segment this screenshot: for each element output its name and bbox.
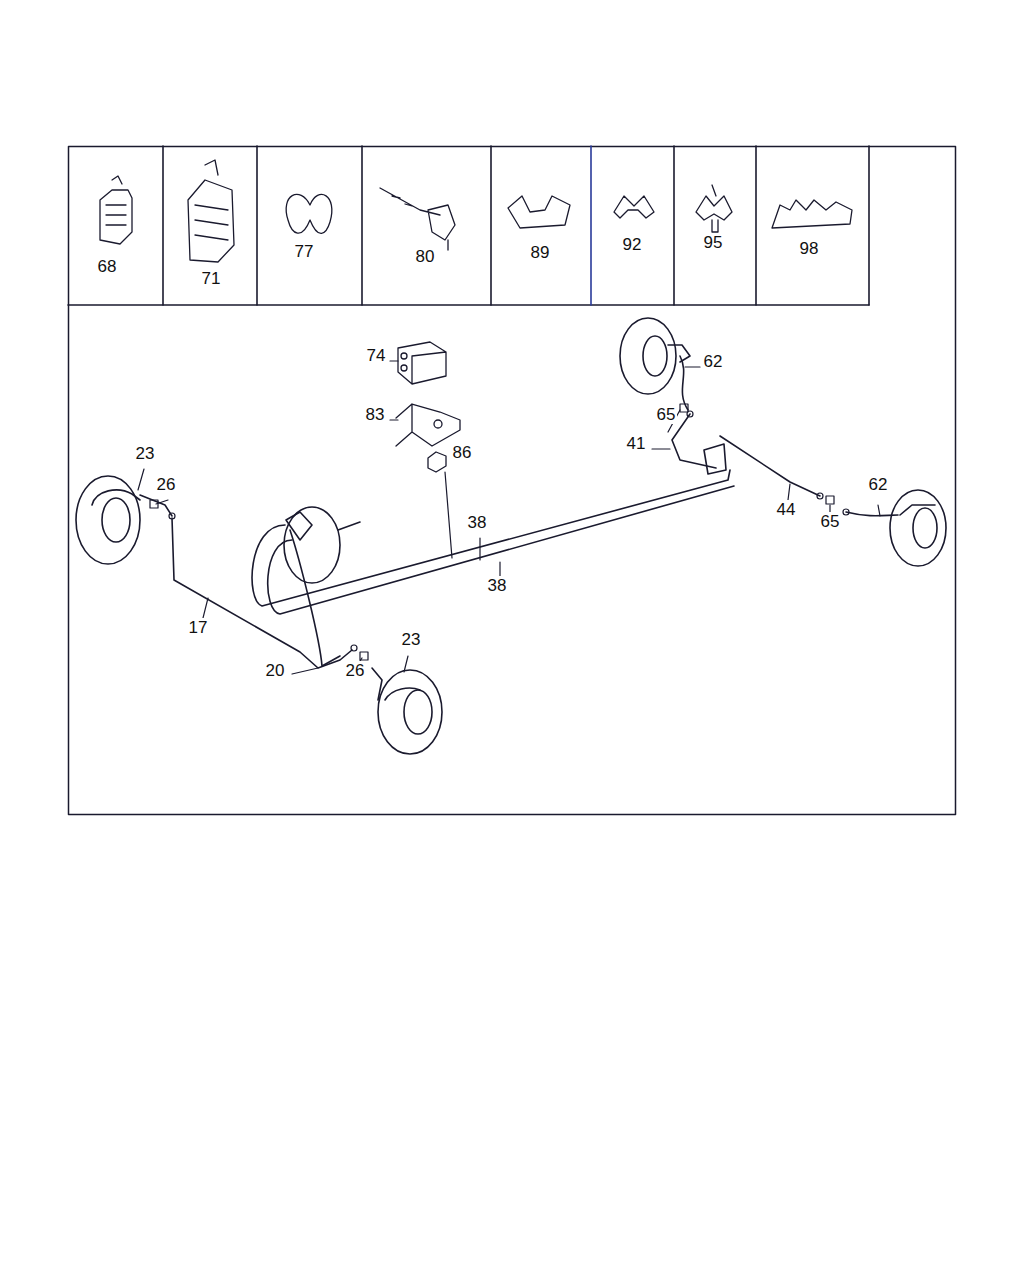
callout-number: 23 bbox=[134, 444, 157, 463]
table-part-number: 98 bbox=[798, 239, 821, 258]
table-part-number: 71 bbox=[200, 269, 223, 288]
table-part-number: 68 bbox=[96, 257, 119, 276]
table-part-number: 89 bbox=[529, 243, 552, 262]
table-part-number: 95 bbox=[702, 233, 725, 252]
callout-number: 17 bbox=[187, 618, 210, 637]
callout-number: 41 bbox=[625, 434, 648, 453]
table-part-number: 80 bbox=[414, 247, 437, 266]
callout-number: 62 bbox=[867, 475, 890, 494]
callout-number: 74 bbox=[365, 346, 388, 365]
callout-number: 20 bbox=[264, 661, 287, 680]
brake-discs bbox=[76, 318, 946, 754]
clip-icons bbox=[100, 160, 852, 262]
callout-number: 26 bbox=[344, 661, 367, 680]
callout-number: 83 bbox=[364, 405, 387, 424]
callout-number: 23 bbox=[400, 630, 423, 649]
callout-number: 26 bbox=[155, 475, 178, 494]
table-grid bbox=[68, 146, 869, 305]
table-part-number: 77 bbox=[293, 242, 316, 261]
leader-lines bbox=[138, 361, 880, 674]
brake-lines bbox=[140, 356, 898, 700]
table-part-number: 92 bbox=[621, 235, 644, 254]
fittings bbox=[150, 404, 849, 660]
callout-number: 38 bbox=[466, 513, 489, 532]
callout-number: 44 bbox=[775, 500, 798, 519]
callout-number: 62 bbox=[702, 352, 725, 371]
callout-number: 65 bbox=[655, 405, 678, 424]
frame bbox=[69, 147, 956, 815]
callout-number: 38 bbox=[486, 576, 509, 595]
callout-number: 65 bbox=[819, 512, 842, 531]
callout-number: 86 bbox=[451, 443, 474, 462]
